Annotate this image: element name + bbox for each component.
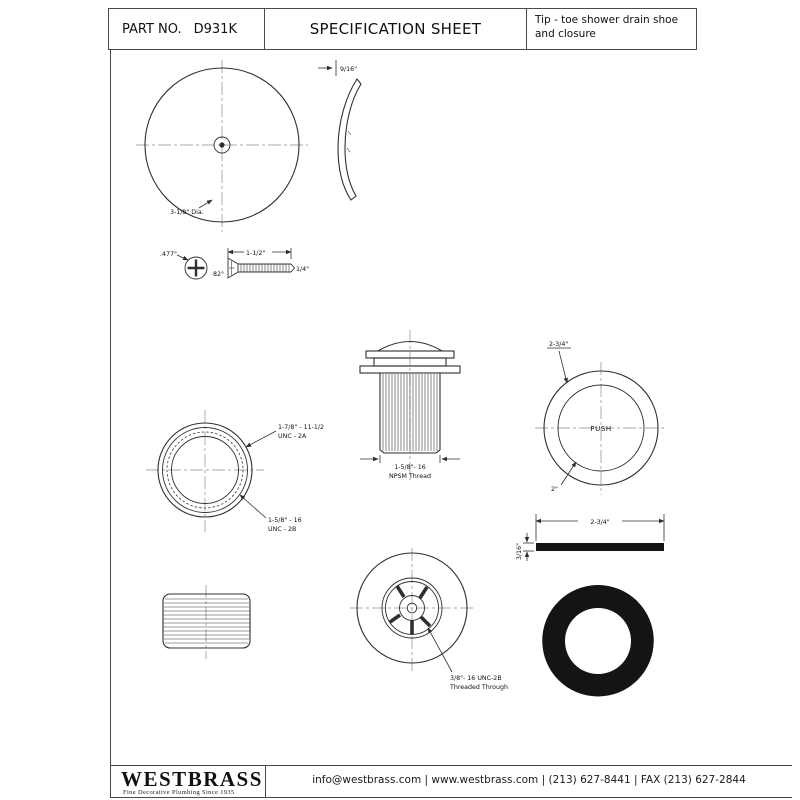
contact-info: info@westbrass.com | www.westbrass.com |… [312, 774, 746, 786]
label-ring-outer-1: 1-7/8" - 11-1/2 [278, 424, 324, 431]
screw-detail: .477" 82° 1-1/2" [160, 248, 309, 280]
label-push-outer-dia: 2-3/4" [549, 341, 568, 348]
drain-shoe-side-view: 1-5/8"- 16 NPSM Thread [359, 330, 461, 480]
label-faceplate-dia: 3-1/8" Dia. [170, 209, 204, 216]
label-wheel-thread-1: 3/8"- 16 UNC-2B [450, 675, 502, 682]
locknut-front-view: 1-7/8" - 11-1/2 UNC - 2A 1-5/8" - 16 UNC… [146, 410, 324, 533]
part-number-label: PART NO. [122, 21, 182, 37]
label-shoe-thread-1: 1-5/8"- 16 [394, 464, 426, 471]
brand-tagline: Fine Decorative Plumbing Since 1935 [123, 789, 235, 796]
brand-logo: WESTBRASS [121, 767, 263, 791]
label-screw-thread: 1/4" [296, 266, 309, 273]
footer-divider [265, 765, 266, 797]
faceplate-front-view: 3-1/8" Dia. [136, 60, 308, 232]
label-screw-length: 1-1/2" [246, 250, 265, 257]
knurled-cap-side-view [162, 585, 251, 659]
knurl-lines [163, 598, 250, 644]
sheet-title-cell: SPECIFICATION SHEET [265, 9, 527, 49]
left-border [110, 50, 111, 797]
label-profile-thickness: 9/16" [340, 66, 357, 73]
footer-bottom-border [110, 797, 792, 798]
label-screw-head-dia: .477" [160, 251, 177, 258]
washer-cross-section [536, 543, 664, 551]
header-bar: PART NO. D931K SPECIFICATION SHEET Tip -… [108, 8, 697, 50]
shoe-bottom-view: 3/8"- 16 UNC-2B Threaded Through [350, 548, 508, 691]
tip-note: Tip - toe shower drain shoe and closure [535, 14, 679, 41]
label-screw-head-angle: 82° [213, 270, 224, 278]
rubber-washer-front-view [542, 585, 654, 697]
sheet-title: SPECIFICATION SHEET [309, 20, 482, 38]
screw-threads [240, 264, 290, 272]
label-ring-outer-2: UNC - 2A [278, 433, 307, 440]
part-number-cell: PART NO. D931K [109, 9, 265, 49]
label-push: PUSH [590, 425, 611, 433]
push-plate-front-view: PUSH 2-3/4" 2" [535, 341, 667, 495]
label-ring-inner-1: 1-5/8" - 16 [268, 517, 302, 524]
tip-note-cell: Tip - toe shower drain shoe and closure [527, 9, 696, 49]
washer-side-view: 2-3/4" 3/16" [516, 514, 665, 561]
label-wheel-thread-2: Threaded Through [449, 684, 508, 691]
label-ring-inner-2: UNC - 2B [268, 526, 296, 533]
spokes [388, 585, 432, 634]
label-push-inner-dia: 2" [551, 486, 558, 493]
faceplate-profile-view: 9/16" [318, 60, 362, 201]
label-washer-thickness: 3/16" [516, 543, 523, 560]
part-number-value: D931K [193, 21, 237, 37]
label-shoe-thread-2: NPSM Thread [389, 473, 431, 480]
footer-top-border [110, 765, 792, 766]
label-washer-width: 2-3/4" [590, 519, 609, 526]
shoe-threads [382, 374, 438, 451]
